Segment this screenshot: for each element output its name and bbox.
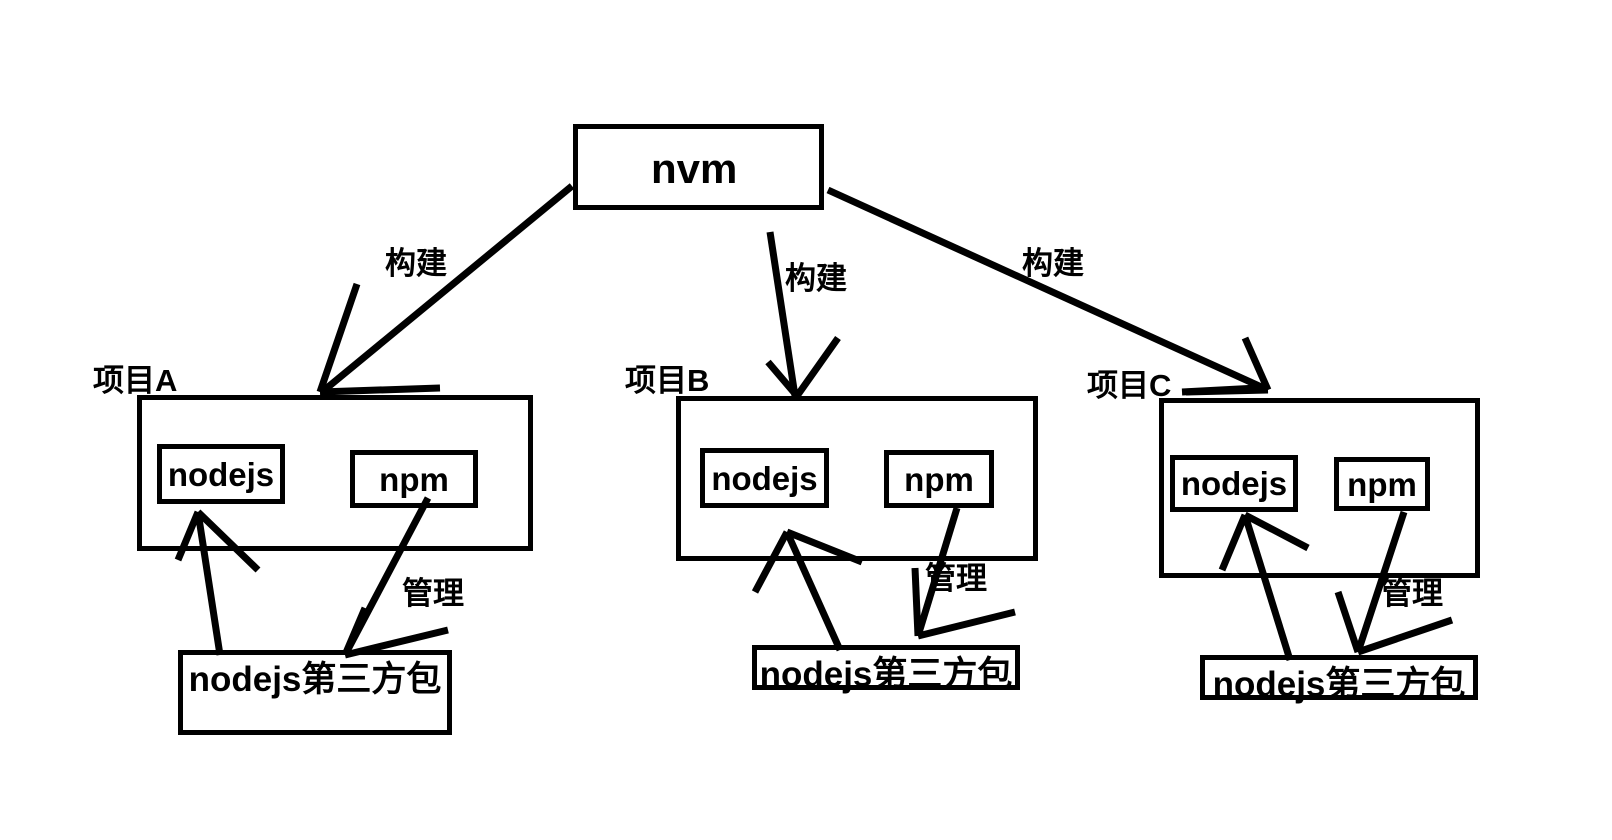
nvm-box[interactable] [573, 124, 824, 210]
npm-label-a: npm [379, 460, 449, 498]
npm-label-b: npm [904, 460, 974, 498]
project-box-c[interactable] [1159, 398, 1480, 578]
nvm-label: nvm [651, 145, 738, 192]
build-label-b: 构建 [785, 261, 847, 296]
nodejs-label-c: nodejs [1180, 465, 1288, 502]
nodejs-box-a[interactable]: nodejs [157, 444, 285, 504]
project-box-b[interactable] [676, 396, 1038, 561]
package-label-a: nodejs第三方包 [188, 660, 442, 699]
project-box-a[interactable] [137, 395, 533, 551]
npm-box-a[interactable]: npm [350, 450, 478, 508]
arrowhead-nvm-to-projectA-right [319, 384, 441, 396]
manage-label-b: 管理 [925, 561, 987, 596]
manage-label-c: 管理 [1381, 576, 1443, 611]
arrowhead-npmA-left [341, 606, 369, 657]
project-title-c: 项目C [1087, 368, 1172, 403]
package-box-a[interactable]: nodejs第三方包 [178, 650, 452, 735]
project-title-b: 项目B [625, 363, 710, 398]
arrowhead-nvm-to-projectC-left [1185, 386, 1269, 396]
arrowhead-nvm-to-projectA-left [316, 282, 361, 394]
package-box-b[interactable]: nodejs第三方包 [752, 645, 1020, 694]
nodejs-label-b: nodejs [711, 459, 818, 497]
project-title-a: 项目A [93, 363, 178, 398]
arrowhead-nvm-to-projectC-right [1241, 336, 1272, 392]
npm-box-b[interactable]: npm [884, 450, 994, 508]
build-label-a: 构建 [385, 246, 447, 281]
nodejs-label-a: nodejs [167, 455, 275, 493]
manage-label-a: 管理 [402, 576, 464, 611]
npm-box-c[interactable]: npm [1334, 457, 1430, 511]
package-label-b: nodejs第三方包 [759, 655, 1013, 694]
build-label-c: 构建 [1022, 246, 1084, 281]
arrow-nvm-to-projectA [319, 183, 575, 395]
package-box-c[interactable]: nodejs第三方包 [1200, 655, 1478, 704]
arrow-nvm-to-projectC [826, 186, 1270, 394]
arrowhead-npmB-right [917, 608, 1016, 640]
arrowhead-npmC-left [1334, 590, 1362, 654]
nodejs-box-c[interactable]: nodejs [1170, 455, 1298, 512]
arrowhead-npmC-right [1356, 616, 1454, 656]
npm-label-c: npm [1347, 465, 1417, 503]
arrowhead-npmB-left [911, 567, 922, 637]
arrowhead-nvm-to-projectB-left [765, 359, 800, 399]
nodejs-box-b[interactable]: nodejs [700, 448, 829, 508]
pointer-stroke-projectC [1181, 384, 1259, 396]
arrowhead-nvm-to-projectB-right [794, 335, 841, 399]
package-label-c: nodejs第三方包 [1212, 665, 1466, 704]
